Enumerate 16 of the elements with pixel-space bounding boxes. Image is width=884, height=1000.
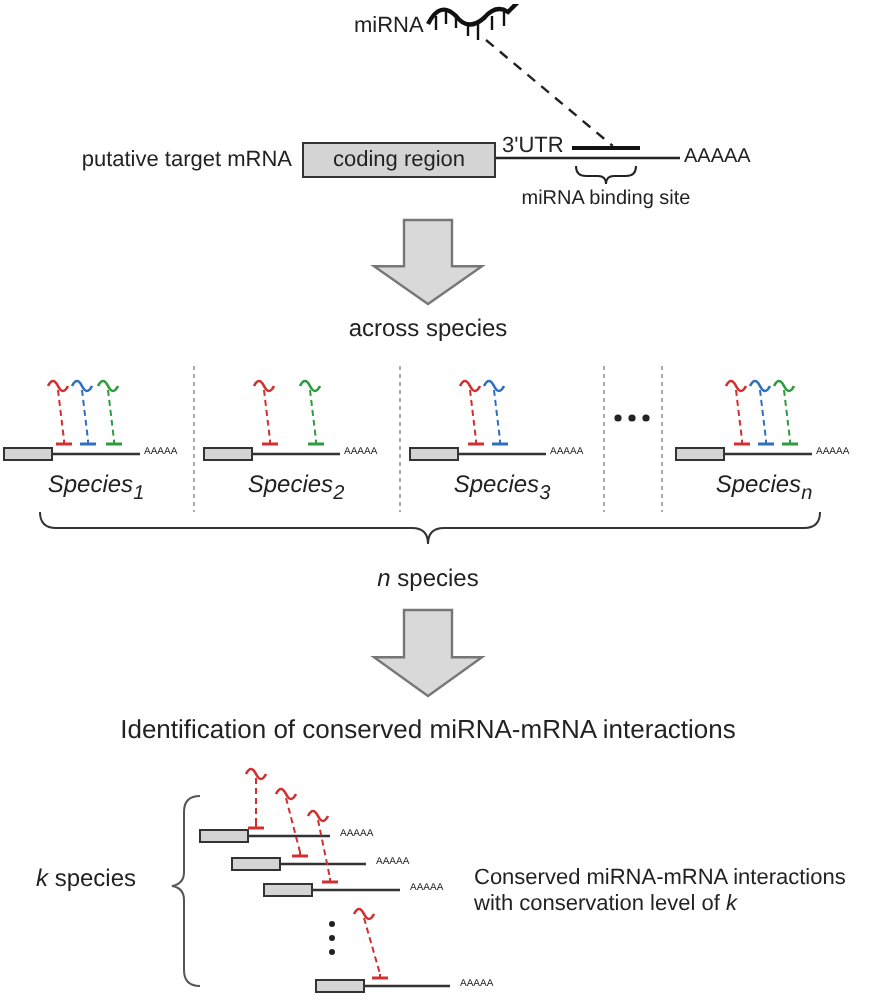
polya-tail-label: AAAAA (684, 146, 751, 169)
connector-line (485, 39, 614, 147)
result-note: Conserved miRNA-mRNA interactions with conservation level of k (474, 866, 848, 917)
species-label: Species$_{3}$ (453, 472, 551, 506)
species-count-label: k species (36, 866, 137, 894)
region-label: 3'UTR (502, 134, 564, 160)
coding-region-box: coding region (302, 142, 496, 178)
species-label: Species$_{n}$ (715, 472, 813, 506)
species-count-label: n species (377, 566, 479, 594)
stage-label: Identification of conserved miRNA-mRNA interactions (120, 716, 736, 746)
site-label: miRNA binding site (521, 188, 691, 211)
species-label: Species$_{2}$ (247, 472, 345, 506)
node-label: putative target mRNA (81, 148, 292, 174)
stage-label: across species (348, 316, 508, 344)
node-label: miRNA (354, 14, 424, 40)
species-label: Species$_{1}$ (47, 472, 145, 506)
